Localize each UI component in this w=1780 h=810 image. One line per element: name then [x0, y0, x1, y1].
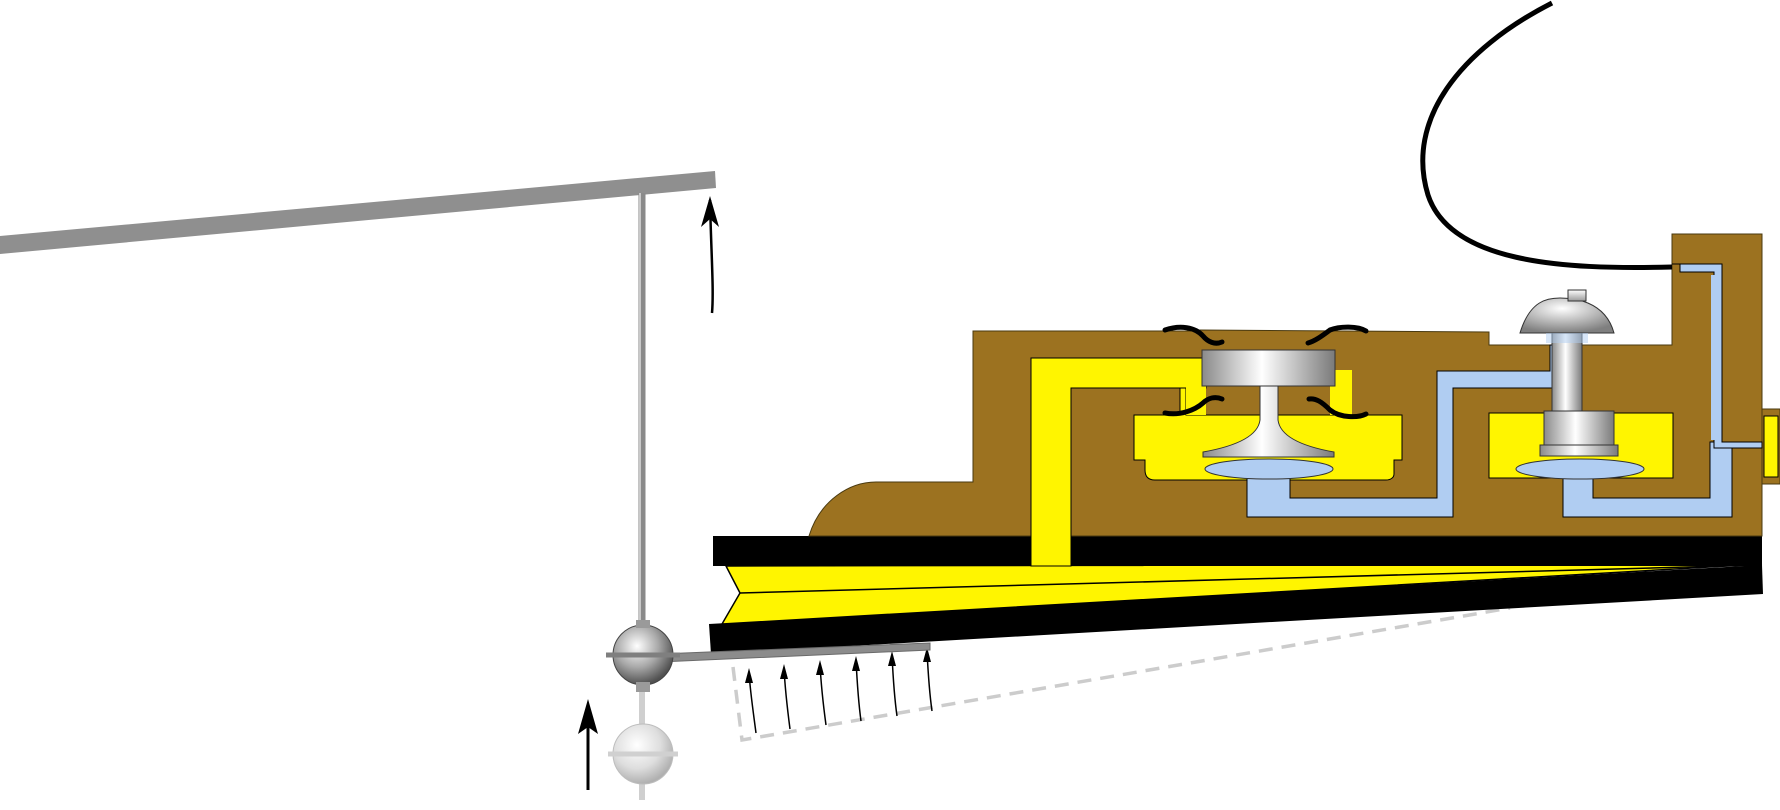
pneumatic-fixed-board-right — [1071, 536, 1762, 566]
ghost-pneumatic-outline — [731, 606, 1511, 743]
valve-leather-seals — [1162, 324, 1369, 420]
primary-valve-mushroom-valve-icon — [1201, 349, 1336, 458]
secondary-pouch — [1515, 458, 1645, 480]
primary-pouch — [1204, 458, 1334, 480]
key-lever-bar — [0, 171, 716, 254]
secondary-valve-mushroom-valve-icon — [1519, 289, 1619, 457]
air-channel-primary — [1246, 344, 1567, 518]
tracker-tube — [1420, 0, 1673, 271]
airflow-arrows — [748, 650, 933, 734]
pneumatic-fixed-board-left — [713, 536, 1031, 566]
pneumatic-moving-board — [709, 565, 1763, 654]
